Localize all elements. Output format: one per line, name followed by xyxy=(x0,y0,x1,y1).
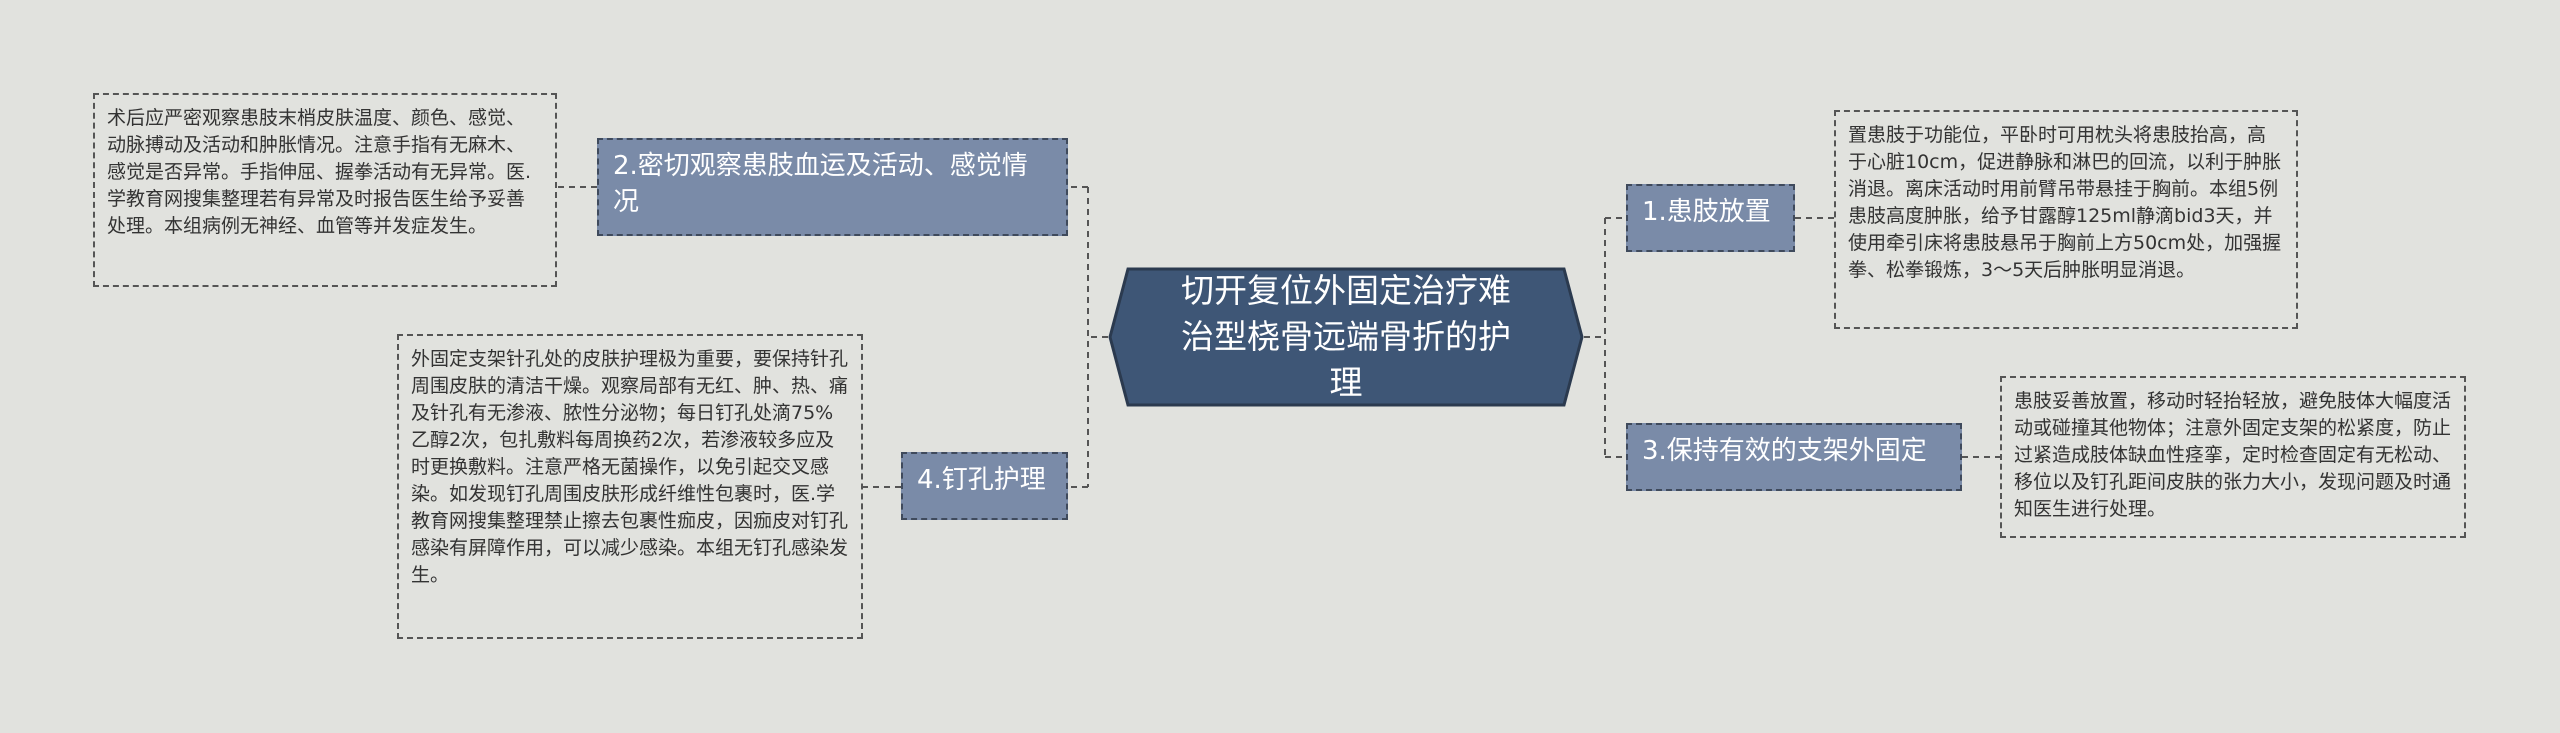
detail-limb-placement-text: 置患肢于功能位，平卧时可用枕头将患肢抬高，高于心脏10cm，促进静脉和淋巴的回流… xyxy=(1848,124,2282,281)
branch-limb-placement[interactable]: 1.患肢放置 xyxy=(1626,184,1795,252)
branch-limb-placement-label: 1.患肢放置 xyxy=(1642,197,1771,227)
central-topic-shape xyxy=(1108,267,1584,407)
branch-external-fixation-label: 3.保持有效的支架外固定 xyxy=(1642,436,1927,466)
detail-observe-circulation-text: 术后应严密观察患肢末梢皮肤温度、颜色、感觉、动脉搏动及活动和肿胀情况。注意手指有… xyxy=(107,107,532,237)
detail-pin-care-text: 外固定支架针孔处的皮肤护理极为重要，要保持针孔周围皮肤的清洁干燥。观察局部有无红… xyxy=(411,348,849,586)
detail-external-fixation[interactable]: 患肢妥善放置，移动时轻抬轻放，避免肢体大幅度活动或碰撞其他物体；注意外固定支架的… xyxy=(2000,376,2466,538)
detail-limb-placement[interactable]: 置患肢于功能位，平卧时可用枕头将患肢抬高，高于心脏10cm，促进静脉和淋巴的回流… xyxy=(1834,110,2298,329)
branch-pin-care[interactable]: 4.钉孔护理 xyxy=(901,452,1068,520)
central-topic[interactable]: 切开复位外固定治疗难治型桡骨远端骨折的护理 xyxy=(1108,267,1584,407)
detail-external-fixation-text: 患肢妥善放置，移动时轻抬轻放，避免肢体大幅度活动或碰撞其他物体；注意外固定支架的… xyxy=(2014,390,2452,520)
detail-observe-circulation[interactable]: 术后应严密观察患肢末梢皮肤温度、颜色、感觉、动脉搏动及活动和肿胀情况。注意手指有… xyxy=(93,93,557,287)
central-topic-title: 切开复位外固定治疗难治型桡骨远端骨折的护理 xyxy=(1181,271,1511,402)
branch-observe-circulation[interactable]: 2.密切观察患肢血运及活动、感觉情况 xyxy=(597,138,1068,236)
branch-observe-circulation-label: 2.密切观察患肢血运及活动、感觉情况 xyxy=(613,151,1028,217)
branch-pin-care-label: 4.钉孔护理 xyxy=(917,465,1046,495)
branch-external-fixation[interactable]: 3.保持有效的支架外固定 xyxy=(1626,423,1962,491)
detail-pin-care[interactable]: 外固定支架针孔处的皮肤护理极为重要，要保持针孔周围皮肤的清洁干燥。观察局部有无红… xyxy=(397,334,863,639)
